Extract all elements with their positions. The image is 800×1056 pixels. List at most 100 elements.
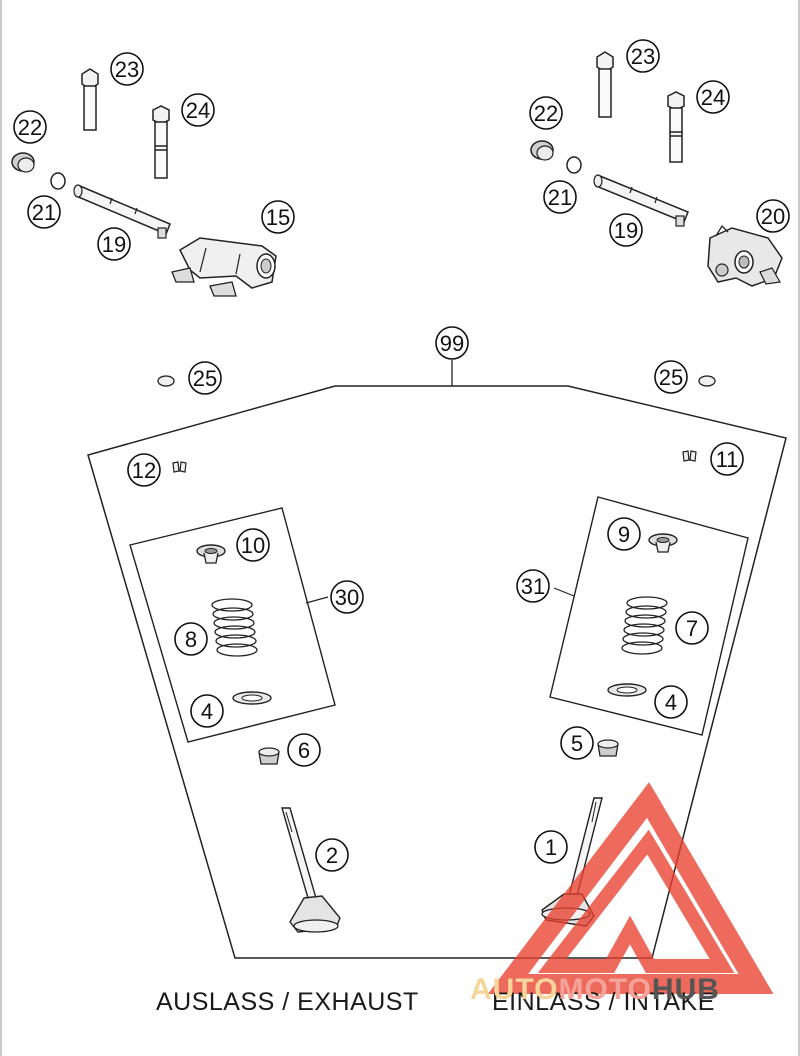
automotohub-logo [487, 782, 774, 994]
bolt-23-right [596, 51, 614, 118]
callout-number: 25 [659, 365, 683, 390]
callout-number: 20 [761, 204, 785, 229]
callout-c31: 31 [516, 569, 550, 603]
callout-number: 22 [534, 101, 558, 126]
rocker-shaft-19-left [73, 184, 171, 239]
callout-circle [435, 326, 469, 360]
callout-c2: 2 [315, 838, 349, 872]
leader-30 [305, 596, 329, 604]
callout-c99: 99 [435, 326, 469, 360]
callout-circle [609, 213, 643, 247]
callout-c22b: 22 [529, 96, 563, 130]
callout-number: 12 [132, 458, 156, 483]
callout-number: 15 [266, 205, 290, 230]
callout-c20: 20 [756, 199, 790, 233]
callout-c1: 1 [534, 830, 568, 864]
callout-circle [710, 442, 744, 476]
oring-21-right [566, 156, 582, 174]
callout-c22a: 22 [13, 110, 47, 144]
callout-number: 2 [326, 843, 338, 868]
watermark-part-auto: AUTO [470, 973, 559, 1006]
caption-intake: EINLASS / INTAKE [492, 988, 715, 1016]
exhaust-valve-2 [281, 807, 341, 933]
callout-number: 4 [665, 690, 677, 715]
callout-circle [27, 195, 61, 229]
callout-c8: 8 [174, 622, 208, 656]
callout-circle [654, 360, 688, 394]
watermark-text: AUTOMOTOHUB [470, 973, 720, 1007]
callout-circle [287, 733, 321, 767]
callout-number: 24 [701, 85, 725, 110]
callout-number: 21 [548, 185, 572, 210]
callout-c4b: 4 [654, 685, 688, 719]
callout-c25b: 25 [654, 360, 688, 394]
callout-number: 25 [193, 366, 217, 391]
spring-retainer-10 [196, 544, 226, 564]
spring-seat-4-right [607, 683, 647, 697]
callout-number: 31 [521, 574, 545, 599]
kit-31-box [549, 496, 749, 736]
callout-c19b: 19 [609, 213, 643, 247]
callout-c15: 15 [261, 200, 295, 234]
callout-circle [13, 110, 47, 144]
valve-stem-seal-6 [258, 747, 280, 765]
callout-c10: 10 [236, 528, 270, 562]
callout-circle [543, 180, 577, 214]
bolt-24-right [667, 91, 685, 163]
callout-c24b: 24 [696, 80, 730, 114]
callout-c30: 30 [330, 580, 364, 614]
callout-circle [261, 200, 295, 234]
callout-circle [675, 611, 709, 645]
bolt-23-left [81, 68, 99, 131]
watermark-part-moto: MOTO [558, 973, 652, 1006]
callout-circle [516, 569, 550, 603]
valve-stem-seal-5 [597, 739, 619, 757]
callout-number: 11 [716, 447, 739, 472]
callout-number: 10 [241, 533, 265, 558]
callout-circle [188, 361, 222, 395]
callout-circle [236, 528, 270, 562]
kit-30-box [129, 507, 336, 743]
callout-c6: 6 [287, 733, 321, 767]
callout-c11: 11 [710, 442, 744, 476]
shim-25-right [698, 375, 716, 387]
callout-number: 99 [440, 331, 464, 356]
valve-spring-7 [621, 596, 668, 655]
callout-number: 23 [631, 44, 655, 69]
plug-22-right [530, 140, 554, 161]
callout-c7: 7 [675, 611, 709, 645]
caption-exhaust: AUSLASS / EXHAUST [156, 988, 419, 1016]
rocker-arm-20 [707, 224, 783, 287]
callout-c24a: 24 [181, 93, 215, 127]
callout-c25a: 25 [188, 361, 222, 395]
callout-circle [174, 622, 208, 656]
callout-c23a: 23 [110, 52, 144, 86]
callout-circle [560, 726, 594, 760]
valve-keepers-12 [172, 461, 187, 473]
bolt-24-left [152, 105, 170, 179]
spring-seat-4-left [232, 691, 272, 705]
callout-number: 19 [614, 218, 638, 243]
callout-number: 9 [618, 522, 630, 547]
callout-number: 5 [571, 731, 583, 756]
callout-number: 4 [201, 699, 213, 724]
callout-circle [330, 580, 364, 614]
valve-keepers-11 [682, 450, 697, 462]
callout-circle [110, 52, 144, 86]
callout-circle [626, 39, 660, 73]
callout-c5: 5 [560, 726, 594, 760]
callout-number: 8 [185, 627, 197, 652]
callout-circle [97, 227, 131, 261]
spring-retainer-9 [648, 533, 678, 553]
callout-circle [534, 830, 568, 864]
callout-circle [607, 517, 641, 551]
callout-circle [756, 199, 790, 233]
oring-21-left [50, 172, 66, 190]
callout-number: 22 [18, 115, 42, 140]
callout-circle [315, 838, 349, 872]
callout-number: 23 [115, 57, 139, 82]
callout-circle [181, 93, 215, 127]
callout-number: 1 [545, 835, 557, 860]
callout-c21b: 21 [543, 180, 577, 214]
